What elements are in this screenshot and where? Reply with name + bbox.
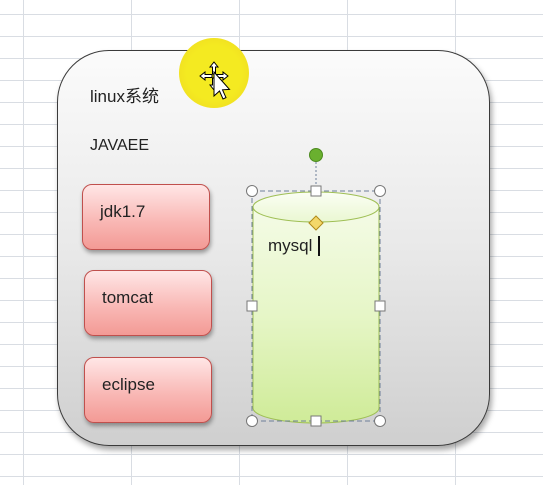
javaee-label: JAVAEE [90, 137, 149, 154]
mysql-label: mysql [268, 236, 313, 255]
adjust-handle-icon[interactable] [308, 215, 324, 231]
resize-handle-left[interactable] [246, 300, 258, 312]
resize-handle-bottom[interactable] [310, 415, 322, 427]
text-caret [318, 236, 320, 256]
eclipse-box[interactable]: eclipse [84, 357, 212, 423]
linux-system-label: linux系统 [90, 87, 159, 106]
move-cursor-icon [199, 61, 231, 100]
tomcat-box[interactable]: tomcat [84, 270, 212, 336]
resize-handle-bottom-left[interactable] [246, 415, 258, 427]
resize-handle-bottom-right[interactable] [374, 415, 386, 427]
tomcat-label: tomcat [102, 288, 154, 307]
resize-handle-top-left[interactable] [246, 185, 258, 197]
mysql-cylinder-shape[interactable] [252, 191, 380, 424]
eclipse-label: eclipse [102, 375, 155, 394]
rotate-handle-icon[interactable] [309, 148, 323, 162]
jdk-box[interactable]: jdk1.7 [82, 184, 210, 250]
resize-handle-top[interactable] [310, 185, 322, 197]
resize-handle-right[interactable] [374, 300, 386, 312]
resize-handle-top-right[interactable] [374, 185, 386, 197]
jdk-label: jdk1.7 [100, 202, 146, 221]
